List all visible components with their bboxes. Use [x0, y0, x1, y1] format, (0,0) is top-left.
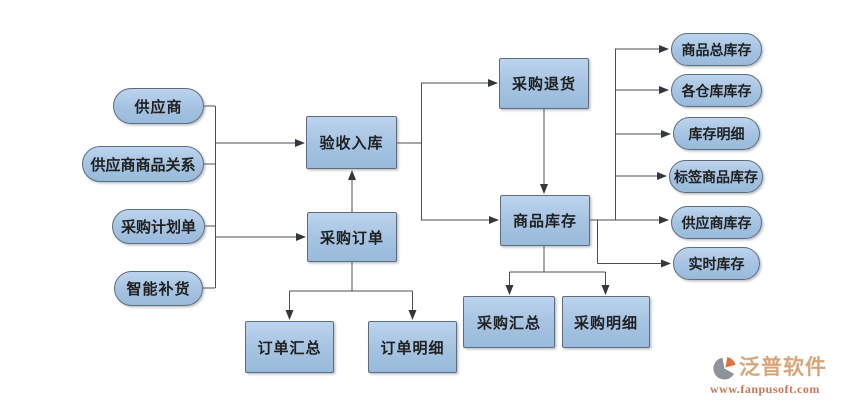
node-purchase-plan: 采购计划单 [112, 209, 205, 244]
node-supplier-inventory: 供应商库存 [671, 206, 762, 239]
node-supplier-product-relation: 供应商商品关系 [82, 146, 204, 182]
node-acceptance-inbound: 验收入库 [306, 116, 397, 169]
node-label-product-inventory: 标签商品库存 [669, 160, 763, 193]
fanpu-website-url: www.fanpusoft.com [710, 382, 820, 396]
node-smart-replenishment: 智能补货 [114, 271, 203, 306]
node-purchase-order: 采购订单 [307, 212, 397, 262]
node-realtime-inventory: 实时库存 [673, 247, 760, 280]
node-product-inventory: 商品库存 [500, 195, 590, 246]
fanpu-logo-text: 泛普软件 [739, 355, 827, 379]
node-order-detail: 订单明细 [368, 321, 457, 373]
node-purchase-return: 采购退货 [499, 58, 589, 109]
node-total-product-inventory: 商品总库存 [671, 33, 762, 66]
node-warehouse-inventory: 各仓库库存 [671, 74, 762, 107]
fanpu-logo: 泛普软件 www.fanpusoft.com [710, 353, 834, 397]
node-purchase-summary: 采购汇总 [463, 296, 555, 348]
node-supplier: 供应商 [113, 88, 204, 124]
node-order-summary: 订单汇总 [245, 321, 334, 373]
node-inventory-detail: 库存明细 [673, 117, 760, 150]
fanpu-logo-mark-icon [713, 357, 736, 380]
node-purchase-detail: 采购明细 [562, 296, 650, 348]
